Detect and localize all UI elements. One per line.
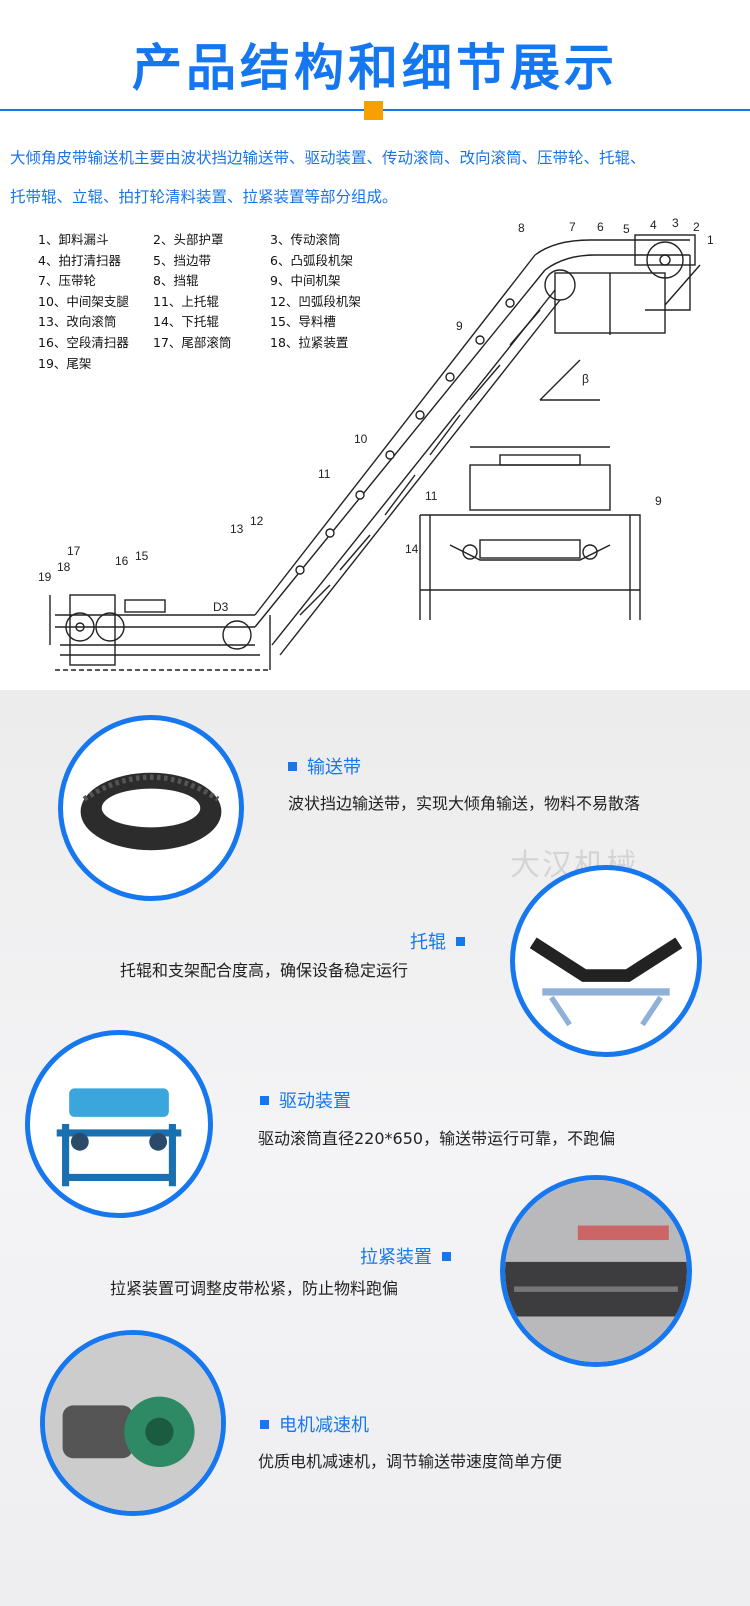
- legend-item: 2、头部护罩: [153, 232, 224, 247]
- feature-desc-belt: 波状挡边输送带，实现大倾角输送，物料不易散落: [288, 794, 641, 813]
- label-13: 13: [230, 522, 244, 536]
- legend-item: 17、尾部滚筒: [153, 335, 232, 350]
- label-4: 4: [650, 218, 657, 232]
- features-section: 大汉机械 输送带 波状挡边输送带，实现大倾角输送，物料不易散落 托辊 托辊和支架…: [0, 690, 750, 1606]
- label-18: 18: [57, 560, 71, 574]
- legend-item: 8、挡辊: [153, 273, 199, 289]
- label-11: 11: [318, 467, 331, 481]
- legend-item: 4、拍打清扫器: [38, 252, 121, 268]
- legend-item: 10、中间架支腿: [38, 293, 129, 309]
- bullet-square-icon: [260, 1420, 269, 1429]
- label-1: 1: [707, 233, 714, 247]
- feature-title-motor: 电机减速机: [250, 1411, 369, 1437]
- label-beta: β: [582, 372, 589, 386]
- legend-item: 13、改向滚筒: [38, 314, 117, 330]
- tail-section: [49, 594, 271, 671]
- label-3: 3: [672, 216, 679, 230]
- label-d3: D3: [213, 600, 229, 614]
- cross-section-view: [419, 446, 641, 620]
- feature-title-belt: 输送带: [278, 753, 361, 779]
- label-14: 14: [405, 542, 419, 556]
- parts-legend: 1、卸料漏斗 2、头部护罩 3、传动滚筒 4、拍打清扫器 5、挡边带 6、凸弧段机架 7、压…: [38, 229, 378, 379]
- feature-title-tensioner: 拉紧装置: [360, 1243, 461, 1269]
- page-title: 产品结构和细节展示: [132, 39, 618, 97]
- legend-item: 9、中间机架: [270, 273, 341, 289]
- head-section: [534, 234, 701, 335]
- feature-title-text: 驱动装置: [279, 1091, 351, 1112]
- intro-line-1: 大倾角皮带输送机主要由波状挡边输送带、驱动装置、传动滚筒、改向滚筒、压带轮、托辊…: [10, 149, 646, 167]
- idler-roller-photo-icon: [510, 865, 702, 1057]
- motor-reducer-photo-icon: [40, 1330, 226, 1516]
- feature-title-text: 托辊: [410, 932, 446, 953]
- label-7: 7: [569, 220, 576, 234]
- bullet-square-icon: [260, 1096, 269, 1105]
- feature-desc-tensioner: 拉紧装置可调整皮带松紧，防止物料跑偏: [110, 1279, 399, 1298]
- feature-title-drive: 驱动装置: [250, 1087, 351, 1113]
- legend-item: 5、挡边带: [153, 252, 211, 268]
- feature-title-idler: 托辊: [410, 928, 475, 954]
- legend-item: 12、凹弧段机架: [270, 293, 361, 309]
- angle-marker: [539, 359, 600, 401]
- feature-title-text: 输送带: [307, 757, 361, 778]
- feature-title-text: 电机减速机: [279, 1415, 369, 1436]
- legend-item: 15、导料槽: [270, 314, 336, 330]
- intro-line-2: 托带辊、立辊、拍打轮清料装置、拉紧装置等部分组成。: [10, 188, 398, 206]
- label-5: 5: [623, 222, 630, 236]
- label-15: 15: [135, 549, 149, 563]
- feature-desc-drive: 驱动滚筒直径220*650，输送带运行可靠，不跑偏: [258, 1129, 616, 1148]
- legend-item: 1、卸料漏斗: [38, 232, 109, 247]
- feature-title-text: 拉紧装置: [360, 1247, 432, 1268]
- label-9b: 9: [655, 494, 662, 508]
- legend-item: 19、尾架: [38, 355, 92, 371]
- corrugated-belt-photo-icon: [58, 715, 244, 901]
- legend-item: 3、传动滚筒: [270, 232, 341, 247]
- bullet-square-icon: [442, 1252, 451, 1261]
- label-8: 8: [518, 221, 525, 235]
- divider-marker: [364, 101, 383, 120]
- feature-desc-motor: 优质电机减速机，调节输送带速度简单方便: [258, 1452, 563, 1471]
- feature-desc-idler: 托辊和支架配合度高，确保设备稳定运行: [120, 961, 409, 980]
- bullet-square-icon: [456, 937, 465, 946]
- legend-item: 16、空段清扫器: [38, 335, 129, 350]
- conveyor-diagram: 1 2 3 4 5 6 7 8 9 9 10 11 11 12 13 14 15…: [38, 216, 714, 671]
- label-12: 12: [250, 514, 264, 528]
- label-19: 19: [38, 570, 52, 584]
- legend-item: 11、上托辊: [153, 293, 219, 309]
- label-6: 6: [597, 220, 604, 234]
- legend-item: 14、下托辊: [153, 314, 219, 330]
- legend-item: 18、拉紧装置: [270, 335, 349, 350]
- label-17: 17: [67, 544, 81, 558]
- tensioner-photo-icon: [500, 1175, 692, 1367]
- legend-item: 7、压带轮: [38, 273, 96, 289]
- incline-section: [254, 254, 561, 656]
- bullet-square-icon: [288, 762, 297, 771]
- label-10: 10: [354, 432, 368, 446]
- drive-unit-photo-icon: [25, 1030, 213, 1218]
- label-11b: 11: [425, 489, 438, 503]
- legend-item: 6、凸弧段机架: [270, 252, 353, 268]
- label-16: 16: [115, 554, 129, 568]
- label-9: 9: [456, 319, 463, 333]
- label-2: 2: [693, 220, 700, 234]
